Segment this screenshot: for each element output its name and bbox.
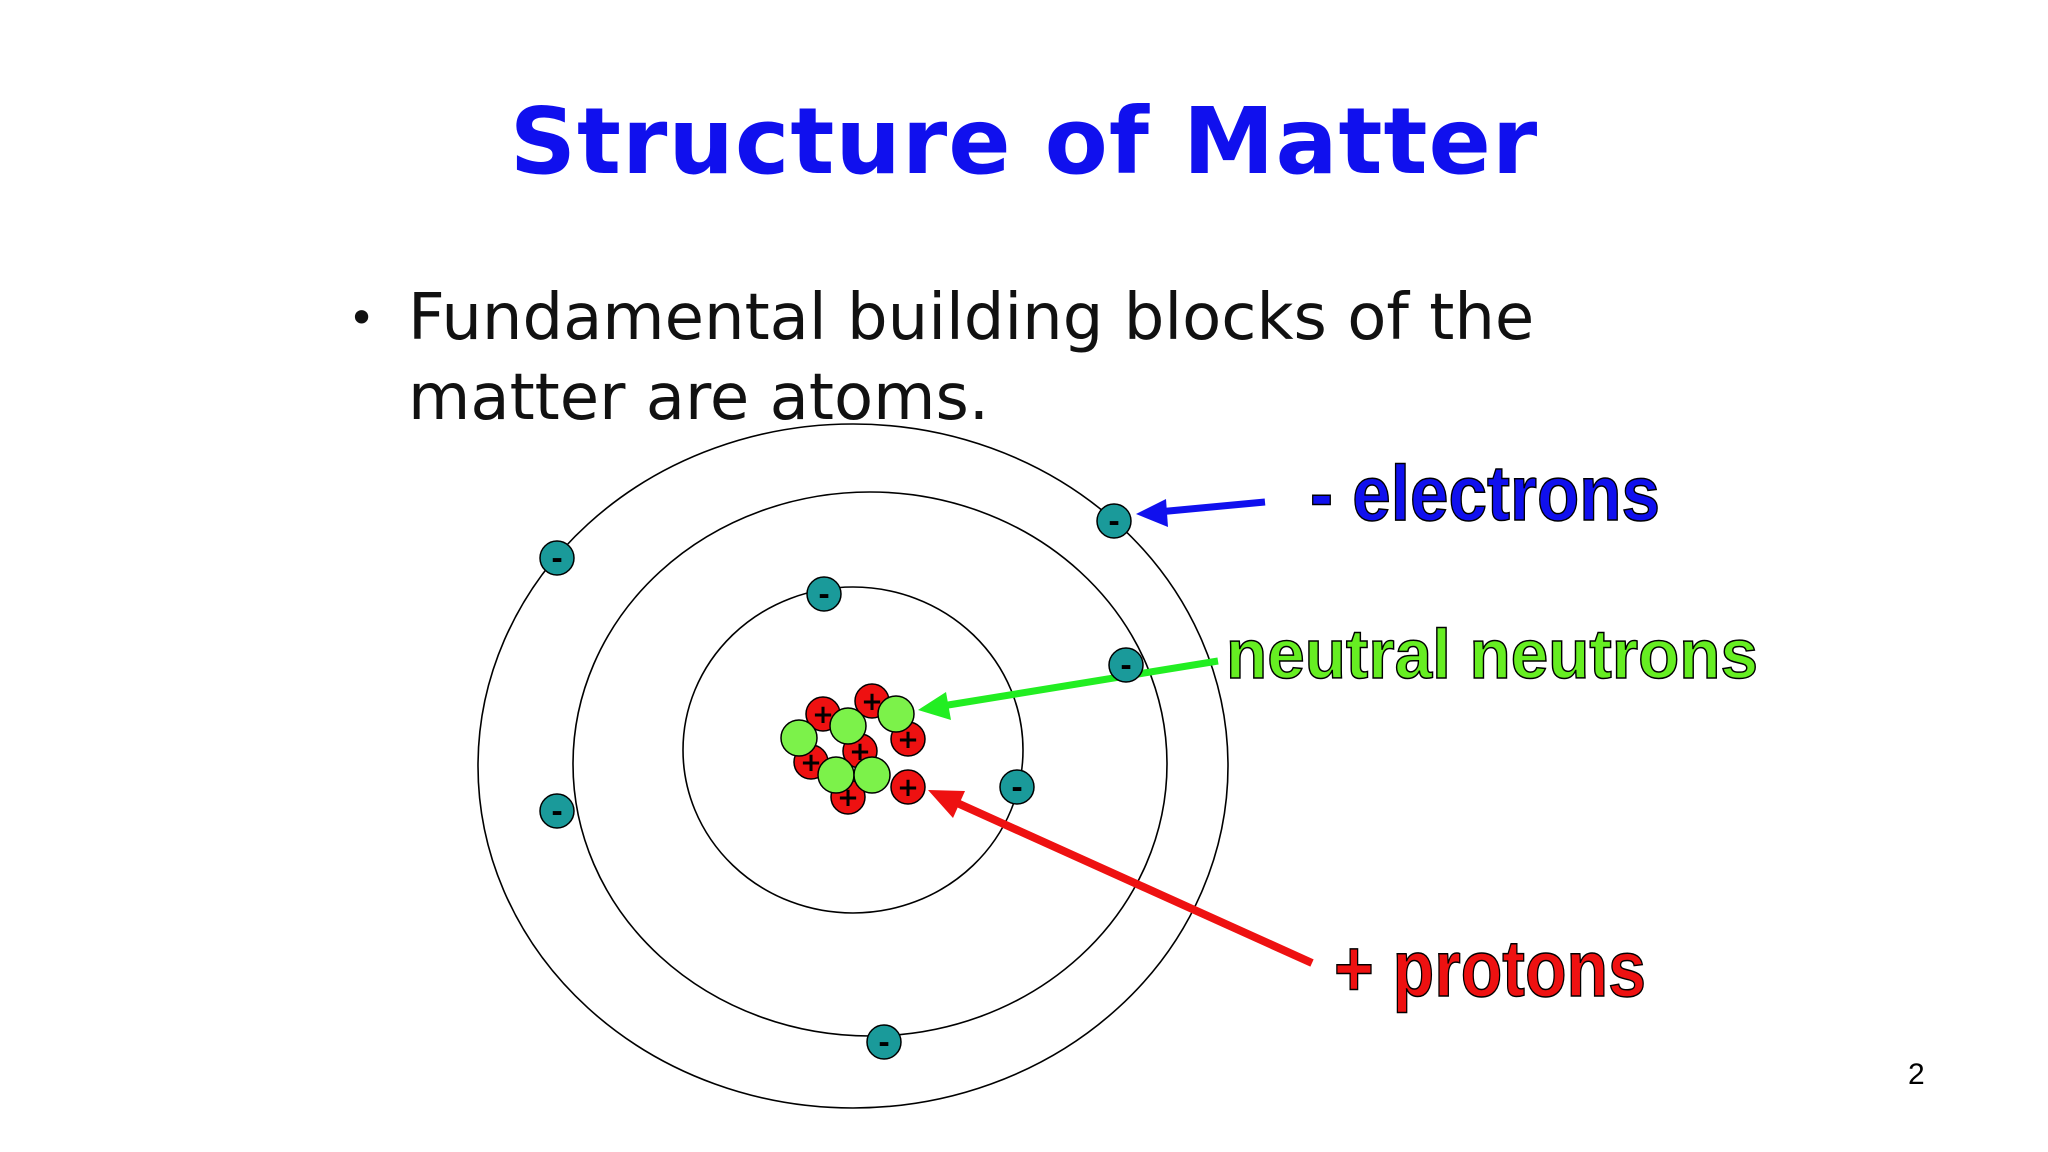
proton-sign: +	[897, 773, 919, 803]
electron-sign: -	[1108, 505, 1120, 538]
electron: -	[540, 541, 574, 575]
electrons-arrow	[1136, 499, 1265, 527]
page-number: 2	[1908, 1058, 1925, 1092]
neutron	[818, 757, 854, 793]
neutron	[878, 696, 914, 732]
electron-sign: -	[551, 795, 563, 828]
electron-sign: -	[1011, 771, 1023, 804]
electron: -	[1109, 648, 1143, 682]
electron-sign: -	[1120, 649, 1132, 682]
neutron	[781, 720, 817, 756]
protons-label: + protons	[1334, 924, 1646, 1013]
electron: -	[807, 577, 841, 611]
proton: +	[891, 770, 925, 804]
nucleus: + + + + + + +	[781, 684, 925, 814]
protons-arrow	[928, 790, 1312, 963]
electron: -	[1097, 504, 1131, 538]
neutrons-arrow	[918, 661, 1218, 720]
electron: -	[867, 1025, 901, 1059]
electron: -	[540, 794, 574, 828]
electron-sign: -	[878, 1026, 890, 1059]
electron: -	[1000, 770, 1034, 804]
neutron	[830, 708, 866, 744]
electron-sign: -	[551, 542, 563, 575]
neutrons-label: neutral neutrons	[1226, 615, 1758, 693]
electrons-label: - electrons	[1310, 449, 1660, 537]
electron-sign: -	[818, 578, 830, 611]
neutron	[854, 757, 890, 793]
